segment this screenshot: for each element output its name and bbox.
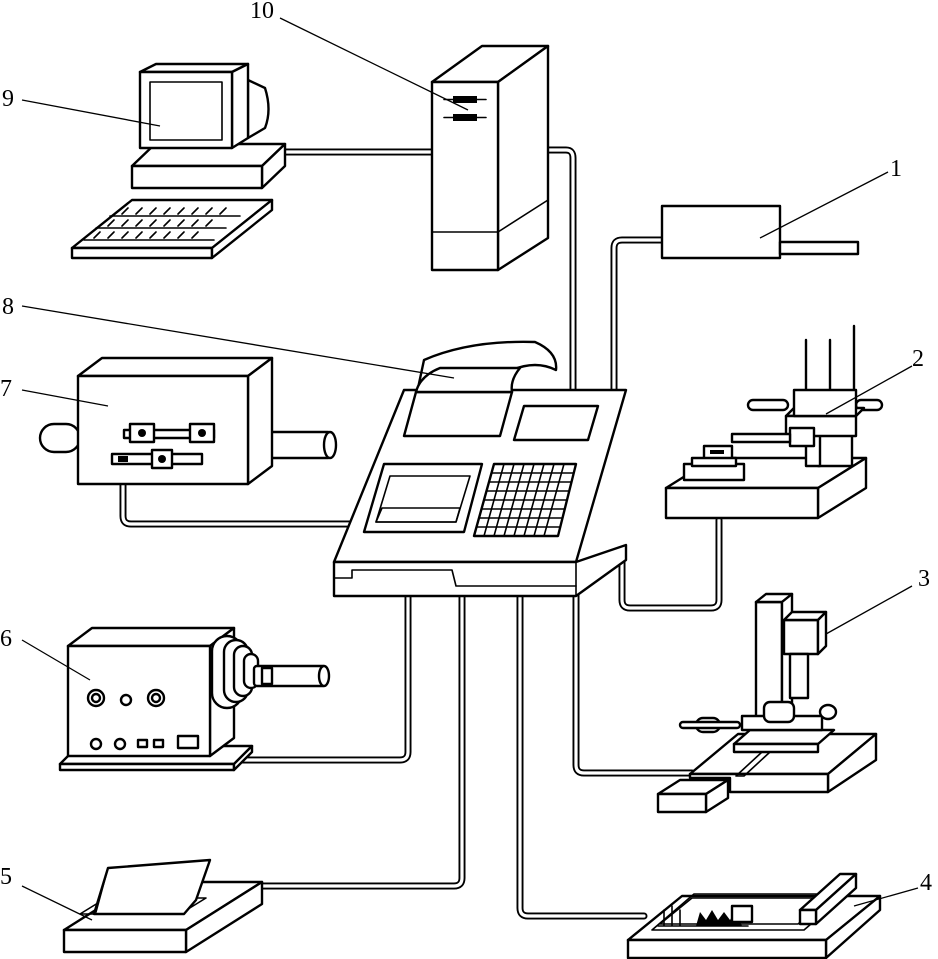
cable-main-device4 (516, 592, 648, 920)
server-tower-icon (430, 44, 550, 272)
cable-main-device5 (258, 592, 466, 890)
keypad-grid (475, 463, 575, 537)
callout-6: 6 (0, 626, 12, 652)
cables (119, 146, 723, 920)
leader-lines (21, 17, 919, 921)
callout-2: 2 (912, 346, 924, 372)
spindle-drive-icon (58, 626, 331, 772)
fixture-tray-icon (626, 872, 882, 959)
cable-main-device2 (618, 516, 723, 612)
cable-device7-main (119, 480, 356, 528)
callout-5: 5 (0, 864, 12, 890)
controller-console-icon (332, 340, 628, 598)
sensor-unit-icon (660, 204, 860, 260)
callout-labels: 1 2 3 4 5 6 7 8 9 10 (0, 0, 932, 896)
callout-7: 7 (0, 376, 12, 402)
callout-8: 8 (2, 294, 14, 320)
callout-4: 4 (920, 870, 932, 896)
measuring-microscope-icon (656, 592, 878, 814)
instrument-icon (38, 356, 338, 486)
callout-1: 1 (890, 156, 902, 182)
callout-3: 3 (918, 566, 930, 592)
printer-icon (62, 858, 264, 954)
cable-device1-main (610, 236, 666, 396)
callout-10: 10 (250, 0, 274, 24)
cable-main-device3 (572, 586, 696, 777)
computer-icon (70, 62, 287, 260)
callout-9: 9 (2, 86, 14, 112)
measuring-table-icon (664, 324, 884, 520)
